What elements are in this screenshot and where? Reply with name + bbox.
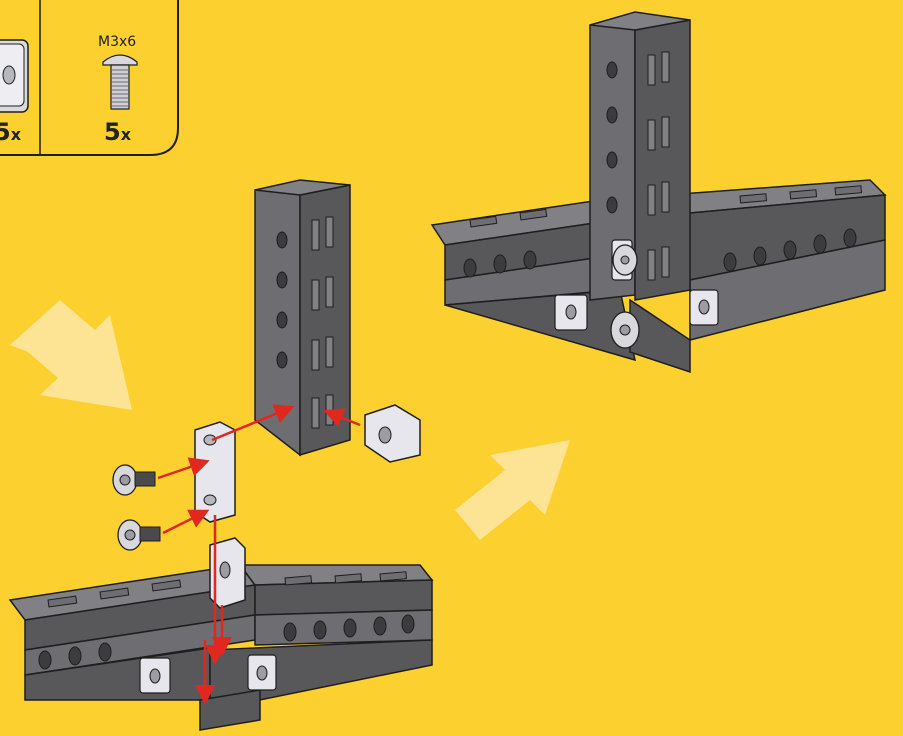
square-nut-icon — [0, 40, 28, 112]
connector-plate — [195, 422, 235, 522]
screw-size-label: M3x6 — [98, 34, 136, 50]
hint-arrow-right — [455, 440, 570, 540]
parts-box: 5x M3x6 5x — [0, 0, 178, 155]
screw-quantity: 5x — [104, 118, 132, 146]
screw — [113, 465, 155, 495]
square-nut — [365, 405, 420, 462]
screw — [118, 520, 160, 550]
nut-quantity: 5x — [0, 118, 22, 146]
hint-arrow-left — [10, 300, 132, 410]
screw-icon — [103, 55, 137, 109]
assembled-corner-joint — [432, 12, 885, 372]
vertical-beam — [255, 180, 350, 455]
